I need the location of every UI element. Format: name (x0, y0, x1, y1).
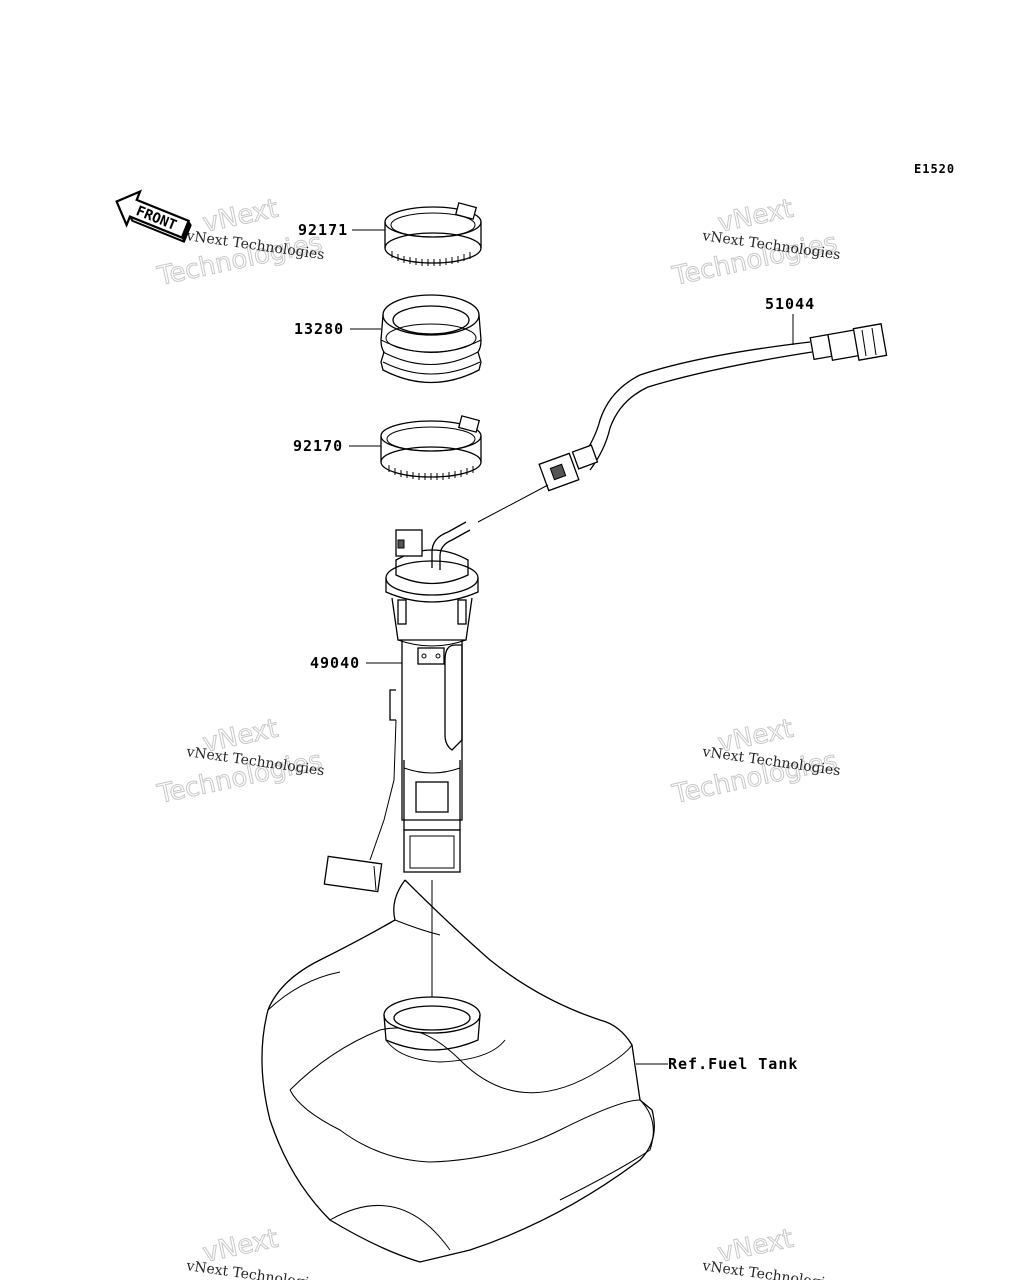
fuel-tank-ref (261, 879, 655, 1263)
label-49040: 49040 (310, 654, 360, 672)
diagram-code: E1520 (914, 162, 955, 176)
fuel-pump-49040[interactable] (323, 521, 479, 893)
label-92171: 92171 (298, 221, 348, 239)
watermark-text-6: vNext Technologies (700, 1258, 841, 1280)
label-13280: 13280 (294, 320, 344, 338)
clamp-92170[interactable] (380, 415, 482, 480)
watermark: vNext Technologies vNext Technologies vN… (154, 193, 842, 1280)
grommet-13280[interactable] (380, 294, 482, 384)
label-fuel-tank-ref: Ref.Fuel Tank (668, 1055, 798, 1073)
label-51044: 51044 (765, 295, 815, 313)
hose-51044[interactable] (538, 323, 888, 492)
label-92170: 92170 (293, 437, 343, 455)
clamp-92171[interactable] (384, 202, 482, 266)
watermark-text-5: vNext Technologies (184, 1258, 325, 1280)
front-arrow-icon: FRONT (115, 189, 192, 243)
